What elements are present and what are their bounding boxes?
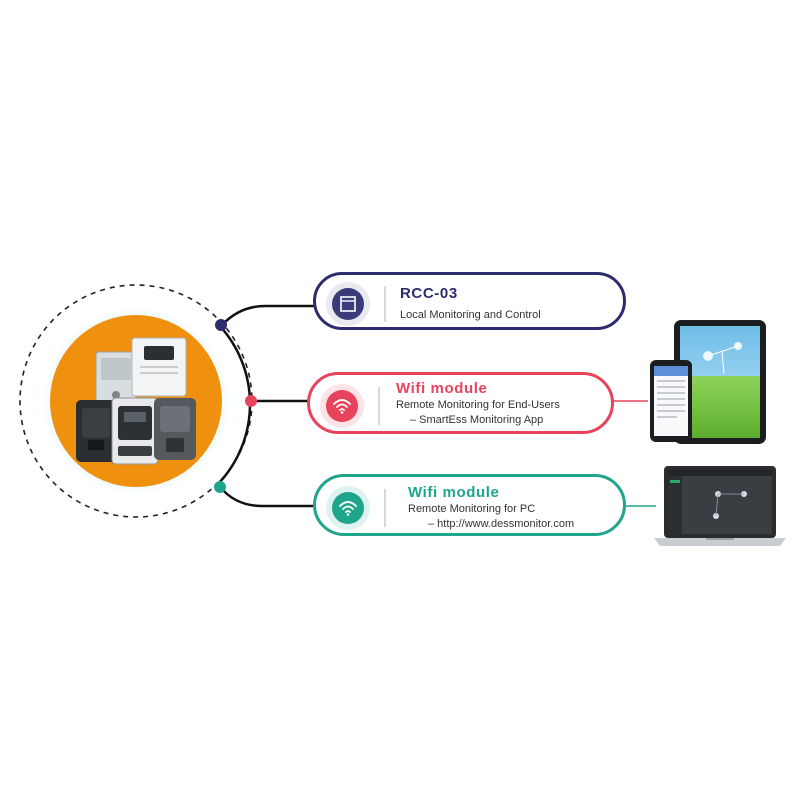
wifi-icon [339,501,357,516]
node-dot-wifi-pc [214,481,226,493]
wifi-app-subdescription: – SmartEss Monitoring App [410,414,544,426]
wifi-app-title: Wifi module [396,380,488,397]
wifi-pc-description: Remote Monitoring for PC [408,503,536,515]
wifi-pc-url[interactable]: – http://www.dessmonitor.com [428,518,575,530]
rcc-03-card: RCC-03 Local Monitoring and Control [313,272,626,330]
control-panel-icon [340,296,356,312]
connector-line-rcc [221,304,316,326]
wifi-pc-icon-badge [326,486,370,530]
laptop-illustration [654,466,786,546]
rcc-divider [384,286,386,322]
node-dot-rcc [215,319,227,331]
wifi-pc-divider [384,489,386,527]
wifi-pc-title: Wifi module [408,484,500,501]
node-dot-wifi-app [245,395,257,407]
wifi-app-description: Remote Monitoring for End-Users [396,399,560,411]
inverter-products-image [42,307,230,495]
wifi-module-pc-card: Wifi module Remote Monitoring for PC – h… [313,474,626,536]
wifi-app-icon-badge [320,384,364,428]
phone-and-tablet-illustration [650,320,766,444]
wifi-app-divider [378,387,380,425]
wifi-module-app-card: Wifi module Remote Monitoring for End-Us… [307,372,614,434]
rcc-title: RCC-03 [400,285,458,302]
rcc-icon-badge [326,282,370,326]
wifi-icon [333,399,351,414]
rcc-description: Local Monitoring and Control [400,309,541,321]
connector-line-wifi-pc [219,486,316,508]
